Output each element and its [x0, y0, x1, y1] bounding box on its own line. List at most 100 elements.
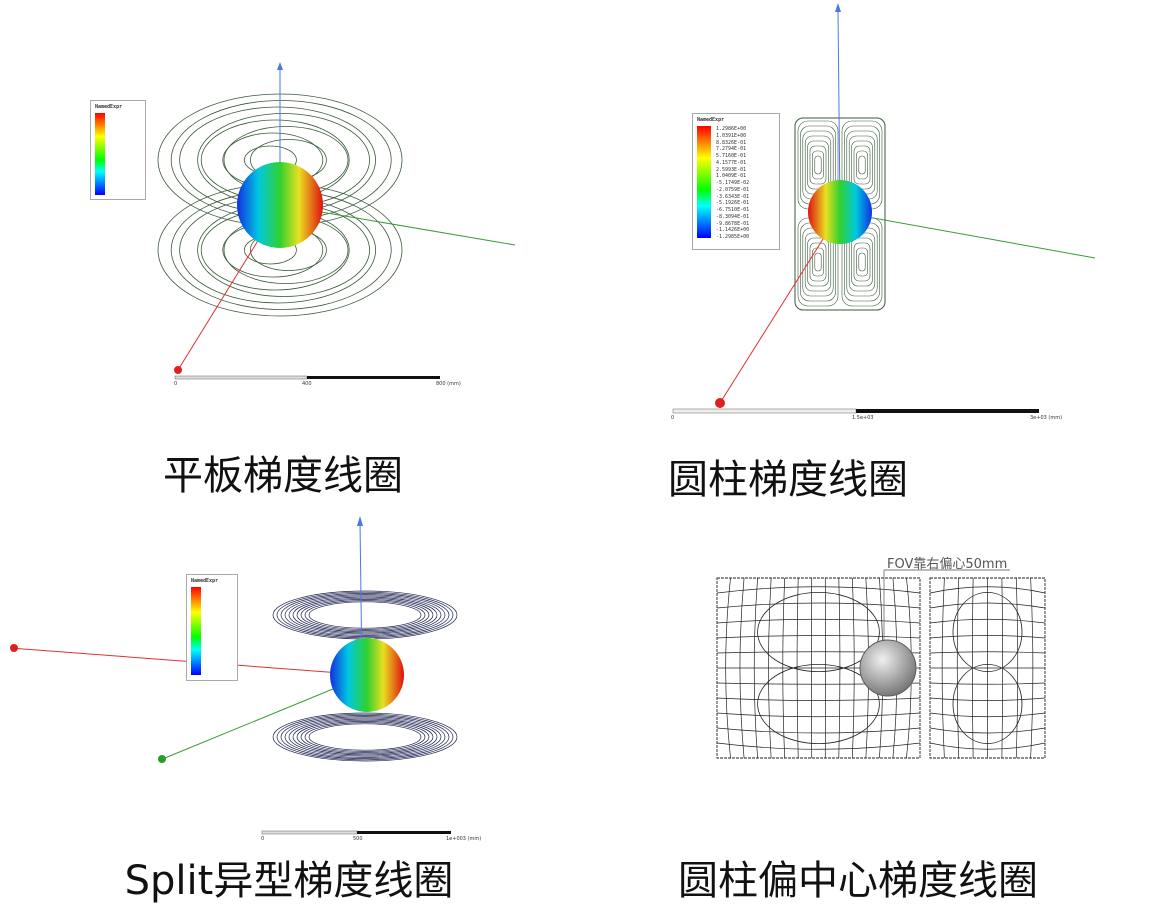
- coil-winding: [292, 596, 438, 634]
- legend-value: -5.1749E-02: [716, 180, 750, 186]
- legend-value: -5.1926E-01: [716, 200, 750, 207]
- legend-value: 7.2794E-01: [716, 146, 747, 153]
- coil-winding: [929, 602, 1046, 609]
- scale-label: 3e+03 (mm): [1030, 415, 1063, 421]
- legend-title: NamedExpr: [697, 117, 725, 123]
- coil-winding: [716, 635, 921, 639]
- coil-winding: [851, 237, 873, 287]
- legend-colorbar: [191, 587, 201, 675]
- coil-winding: [858, 155, 866, 175]
- coil-winding: [929, 712, 1046, 718]
- legend-value: 1.0409E-01: [716, 173, 747, 180]
- coil-winding: [716, 712, 921, 718]
- legend-value: -6.7510E-01: [716, 207, 750, 213]
- scale-bar-dark: [357, 831, 451, 834]
- x-axis-arrow-icon: [174, 366, 182, 374]
- split-coil-windings: [272, 590, 458, 762]
- y-axis: [839, 211, 1096, 259]
- coil-winding: [853, 145, 871, 185]
- fov-annotation: FOV靠右偏心50mm: [887, 557, 1008, 572]
- coil-winding: [757, 664, 880, 745]
- coil-winding: [757, 592, 880, 673]
- legend-title: NamedExpr: [191, 578, 219, 584]
- coil-winding: [809, 145, 827, 185]
- scale-bar-light: [261, 830, 358, 835]
- scale-label: 1e+003 (mm): [446, 836, 482, 842]
- field-sphere: [237, 162, 323, 248]
- legend-value: 4.1577E-01: [716, 159, 747, 166]
- legend-colorbar: [697, 126, 711, 238]
- legend-title: NamedExpr: [95, 104, 123, 110]
- coil-winding: [812, 247, 824, 277]
- y-axis-arrow-icon: [158, 755, 166, 763]
- coil-winding: [856, 150, 868, 180]
- coil-winding: [814, 252, 822, 272]
- panel-cylindrical-coil: [672, 3, 1096, 414]
- coil-winding: [858, 252, 866, 272]
- coil-winding: [929, 742, 1046, 750]
- coil-winding: [288, 595, 442, 635]
- legend-value: 8.8326E-01: [716, 139, 747, 146]
- legend-value: 2.5993E-01: [716, 166, 747, 173]
- field-sphere: [330, 638, 404, 712]
- coil-winding: [272, 712, 458, 762]
- legend-value: -9.8678E-01: [716, 220, 750, 227]
- cylinder-outline: [794, 117, 886, 311]
- coil-winding: [292, 718, 438, 756]
- caption-planar-coil: 平板梯度线圈: [163, 453, 403, 499]
- scale-label: 0: [261, 836, 265, 842]
- legend-value: -8.3094E-01: [716, 213, 750, 220]
- scale-bar-light: [174, 375, 308, 380]
- coil-winding: [929, 682, 1046, 685]
- coil-winding: [952, 592, 1023, 673]
- legend-colorbar: [95, 113, 105, 195]
- coil-winding: [276, 713, 454, 761]
- fov-sphere: [859, 639, 917, 697]
- coil-winding: [929, 727, 1046, 734]
- z-axis-arrow-icon: [357, 516, 363, 526]
- x-axis: [719, 211, 841, 404]
- scale-label: 800 (mm): [436, 381, 461, 387]
- scale-bar-dark: [307, 376, 440, 379]
- coil-winding: [308, 723, 422, 751]
- coil-winding: [809, 242, 827, 282]
- scale-bar-light: [672, 408, 857, 414]
- coil-winding: [814, 155, 822, 175]
- scale-label: 0: [671, 415, 675, 421]
- coil-winding: [716, 618, 921, 624]
- scale-bar-dark: [856, 409, 1039, 413]
- legend-value: 1.0391E+00: [716, 132, 747, 139]
- coil-winding: [304, 722, 426, 752]
- panel-split-coil: [9, 516, 458, 835]
- coil-winding: [288, 717, 442, 757]
- legend-value: -1.2985E+00: [716, 234, 750, 240]
- panel-planar-coil: [157, 62, 516, 380]
- coil-winding: [300, 721, 430, 753]
- coil-winding: [853, 242, 871, 282]
- z-axis: [837, 7, 841, 213]
- scale-label: 400: [302, 381, 312, 387]
- color-legend: NamedExpr: [90, 100, 146, 200]
- coil-winding: [807, 237, 829, 287]
- coil-winding: [284, 716, 446, 758]
- coil-winding: [716, 742, 921, 750]
- caption-offcenter-coil: 圆柱偏中心梯度线圈: [678, 858, 1038, 904]
- coil-winding: [300, 599, 430, 631]
- x-axis-arrow-icon: [10, 644, 18, 652]
- legend-value: -1.1426E+00: [716, 227, 750, 234]
- coil-winding: [929, 586, 1046, 594]
- coil-winding: [304, 600, 426, 630]
- coil-winding: [284, 594, 446, 636]
- y-axis: [159, 674, 368, 761]
- legend-value: 5.7160E-01: [716, 153, 747, 159]
- field-sphere: [808, 180, 872, 244]
- coil-winding: [929, 697, 1046, 701]
- scale-label: 0: [174, 381, 178, 387]
- coil-winding: [280, 715, 450, 759]
- scale-label: 1.5e+03: [852, 415, 874, 421]
- z-axis-arrow-icon: [835, 3, 841, 12]
- legend-value: 1.2986E+00: [716, 126, 747, 132]
